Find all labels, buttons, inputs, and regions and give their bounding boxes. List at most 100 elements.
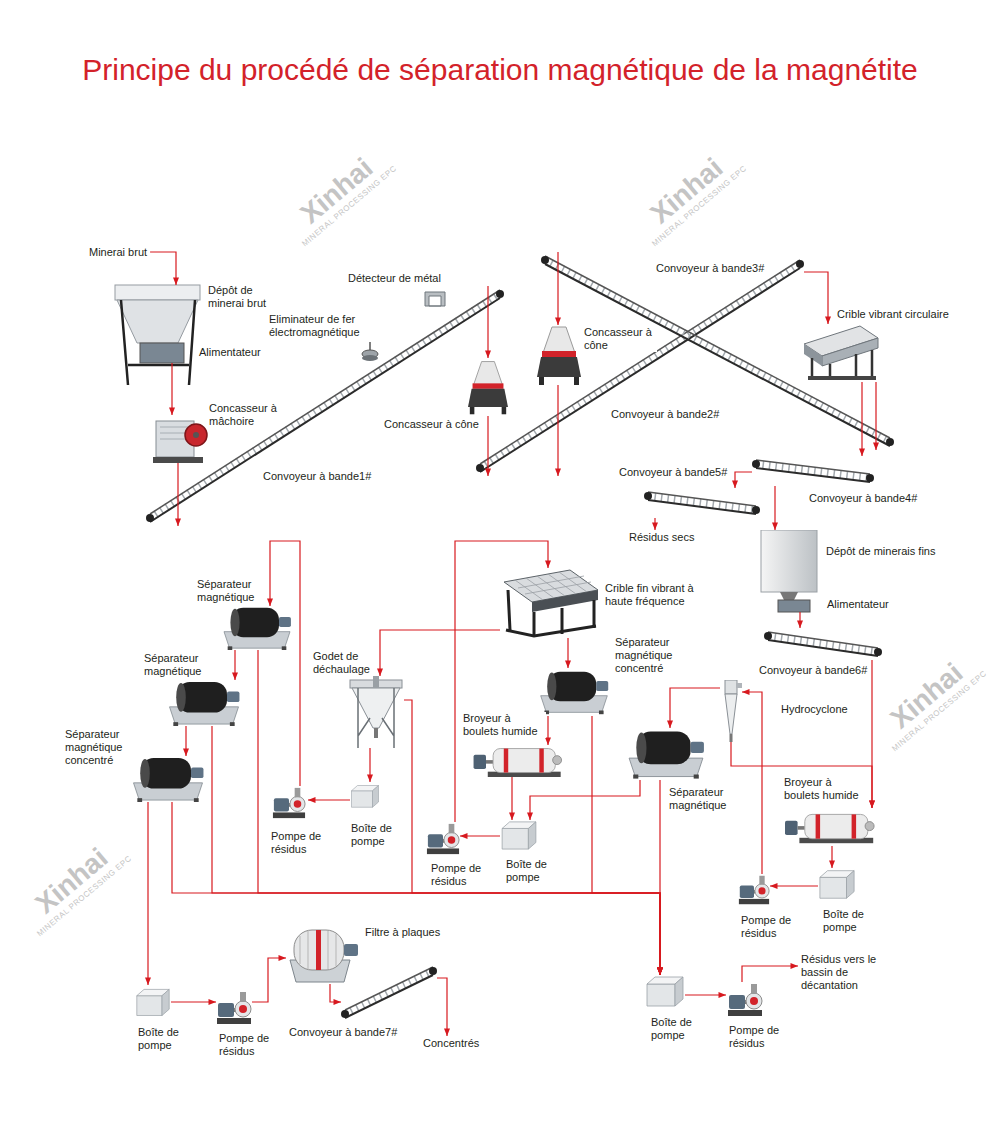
separator-drawing (629, 731, 704, 778)
equipment-label: Eliminateur de fer électromagnétique (268, 313, 365, 339)
ball-mill: Broyeur à boulets humide (470, 745, 566, 777)
magnetic-separator: Séparateur magnétique (218, 606, 296, 650)
flow-arrow (804, 272, 828, 324)
equipment-label: Convoyeur à bande4# (808, 492, 918, 505)
equipment-label: Résidus vers le bassin de décantation (800, 953, 884, 992)
equipment-label: Concasseur à mâchoire (208, 402, 282, 428)
equipment-label: Pompe de résidus (270, 830, 330, 856)
flow-arrow (487, 286, 488, 358)
equipment-label: Résidus secs (628, 531, 695, 544)
ball-mill: Broyeur à boulets humide (785, 808, 875, 846)
belt-conveyor: Convoyeur à bande7# (341, 963, 437, 1022)
pump-drawing (273, 788, 305, 818)
pump-box: Boîte de pompe (500, 820, 538, 850)
equipment-label: Alimentateur (826, 598, 890, 611)
flow-arrow (487, 416, 488, 476)
equipment-label: Concentrés (422, 1037, 480, 1050)
cone-crusher-drawing (468, 362, 508, 415)
metal-detector-drawing (425, 292, 445, 306)
equipment-label: Broyeur à boulets humide (462, 712, 546, 738)
watermark-logo: Xinhai (16, 831, 128, 931)
belt-conveyor: Convoyeur à bande2# (476, 256, 804, 476)
flow-arrow (172, 802, 660, 975)
ball-mill-drawing (785, 814, 874, 843)
flow-arrow (770, 885, 818, 886)
flow-arrow (171, 1001, 216, 1002)
filter-drawing (290, 930, 358, 982)
pump-box: Boîte de pompe (350, 782, 380, 810)
belt-conveyor: Convoyeur à bande4# (752, 456, 874, 486)
flow-arrow (742, 692, 762, 874)
diagram-title: Principe du procédé de séparation magnét… (0, 52, 1000, 88)
flow-arrow (185, 726, 186, 756)
flow-arrow (212, 726, 660, 975)
watermark: XinhaiMINERAL PROCESSING EPC (631, 141, 749, 249)
slurry-pump: Pompe de résidus (426, 822, 460, 856)
equipment-label: Détecteur de métal (347, 272, 442, 285)
equipment-label: Crible vibrant circulaire (836, 308, 950, 321)
ball-mill-drawing (474, 749, 562, 777)
jaw-crusher: Concasseur à mâchoire (150, 415, 208, 463)
output-label: Concentrés (420, 1036, 482, 1051)
flow-arrow (380, 630, 500, 676)
separator-drawing (541, 672, 609, 715)
magnetic-separator: Séparateur magnétique concentré (128, 756, 208, 802)
hydrocyclone-drawing (725, 680, 742, 742)
separator-drawing (170, 682, 240, 726)
magnetic-separator: Séparateur magnétique (625, 728, 707, 780)
output-label: Résidus vers le bassin de décantation (798, 952, 886, 993)
flow-arrow (330, 984, 341, 1002)
equipment-label: Convoyeur à bande5# (618, 466, 728, 479)
flow-arrow (308, 799, 350, 800)
pump-drawing (739, 876, 769, 904)
slurry-pump: Pompe de résidus (738, 874, 770, 906)
feeder: Alimentateur (778, 600, 810, 612)
belt-conveyor-drawing (541, 256, 894, 446)
slurry-pump: Pompe de résidus (726, 982, 764, 1018)
belt-conveyor: Convoyeur à bande6# (764, 628, 882, 660)
flow-arrow (799, 612, 800, 628)
pump-box-drawing (502, 822, 536, 849)
pump-drawing (728, 984, 762, 1016)
flow-arrow (252, 958, 286, 1002)
feed-label: Minerai brut (86, 245, 150, 260)
belt-conveyor: Convoyeur à bande3# (541, 252, 894, 450)
separator-drawing (224, 608, 291, 650)
flow-arrow (455, 541, 548, 822)
equipment-label: Dépôt de minerai brut (207, 284, 279, 310)
flow-arrow (557, 385, 558, 476)
fine-screen: Crible fin vibrant à haute fréquence (500, 568, 602, 638)
pump-box-drawing (647, 977, 683, 1006)
metal-detector: Détecteur de métal (423, 290, 447, 308)
ore-bin: Dépôt de minerai brut (115, 285, 200, 343)
belt-conveyor-drawing (644, 492, 760, 514)
equipment-label: Convoyeur à bande2# (610, 408, 720, 421)
flow-arrow (258, 650, 660, 975)
equipment-label: Pompe de résidus (218, 1032, 278, 1058)
equipment-label: Concasseur à cône (383, 418, 480, 431)
equipment-label: Filtre à plaques (364, 926, 441, 939)
desliming-bucket-drawing (350, 676, 402, 748)
slurry-pump: Pompe de résidus (216, 990, 252, 1026)
flow-arrow (270, 541, 300, 786)
equipment-label: Boîte de pompe (505, 858, 565, 884)
watermark-logo: Xinhai (281, 141, 393, 241)
equipment-label: Pompe de résidus (728, 1024, 788, 1050)
raw-ore-bin (115, 285, 200, 385)
magnetic-separator: Séparateur magnétique concentré (537, 668, 611, 716)
belt-conveyor-drawing (752, 460, 874, 482)
plate-filter: Filtre à plaques (286, 926, 360, 984)
pump-drawing (427, 824, 459, 854)
flow-arrow (685, 994, 726, 995)
pump-box: Boîte de pompe (135, 985, 171, 1019)
feeder: Alimentateur (140, 343, 184, 363)
desliming-bucket: Godet de déchaulage (348, 676, 404, 748)
flow-arrow (567, 638, 568, 668)
flow-arrow (731, 742, 872, 808)
fine-screen-drawing (504, 570, 598, 636)
equipment-label: Séparateur magnétique (143, 652, 210, 678)
equipment-label: Convoyeur à bande3# (655, 262, 765, 275)
equipment-label: Séparateur magnétique (196, 578, 263, 604)
feeder-drawing (778, 600, 810, 612)
output-label: Résidus secs (626, 530, 697, 545)
